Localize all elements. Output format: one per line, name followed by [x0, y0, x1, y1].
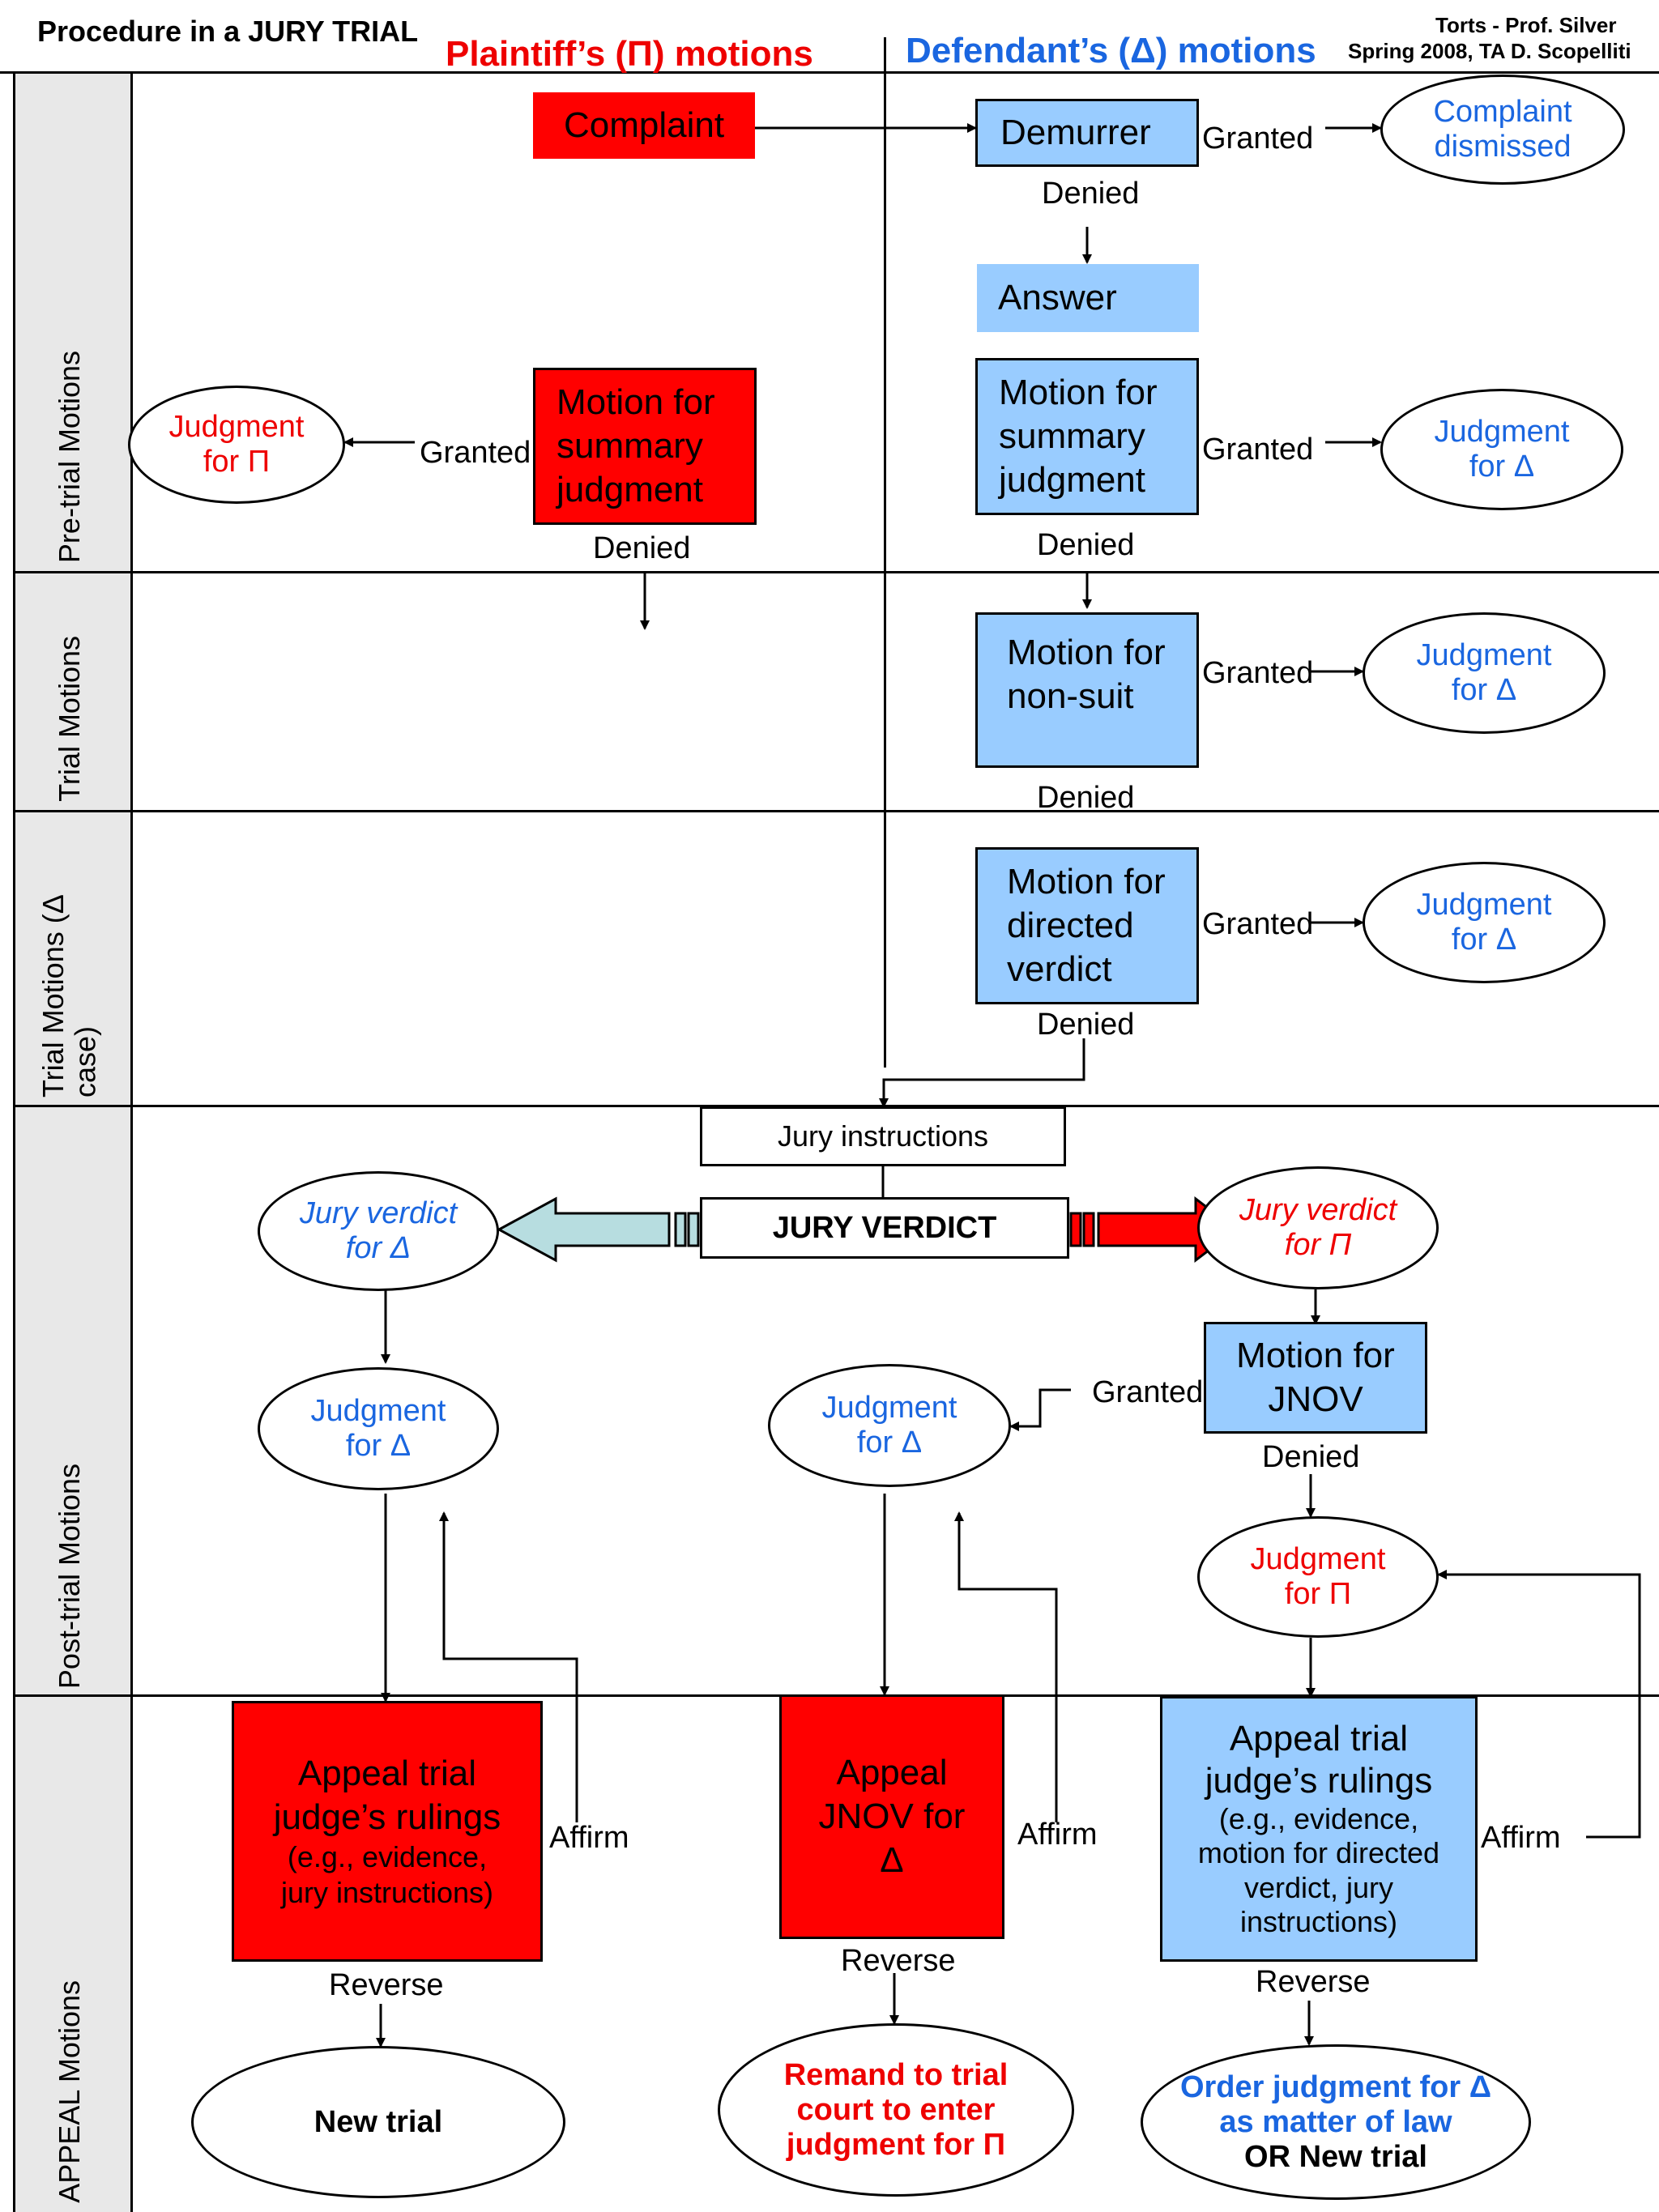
judgment-defendant-oval-1: Judgment for Δ	[1380, 389, 1623, 510]
reverse-right-label: Reverse	[1256, 1965, 1371, 1999]
appeal-right-box: Appeal trial judge’s rulings (e.g., evid…	[1160, 1696, 1478, 1962]
nonsuit-granted-label: Granted	[1202, 656, 1314, 690]
jury-verdict-plaintiff-oval: Jury verdict for Π	[1197, 1166, 1439, 1289]
judgment-plaintiff-oval-1: Judgment for Π	[128, 386, 345, 504]
remand-oval: Remand to trial court to enter judgment …	[718, 2023, 1074, 2197]
lane-separator-3	[13, 1105, 1659, 1107]
plaintiff-summary-judgment-box: Motion for summary judgment	[533, 368, 757, 525]
demurrer-box: Demurrer	[975, 99, 1199, 167]
jury-verdict-defendant-oval: Jury verdict for Δ	[258, 1171, 499, 1291]
judgment-defendant-oval-4: Judgment for Δ	[258, 1367, 499, 1490]
arrow-affirm-mid	[954, 1511, 1058, 1822]
defendant-heading: Defendant’s (Δ) motions	[906, 31, 1316, 70]
plaintiff-heading: Plaintiff’s (Π) motions	[446, 34, 813, 74]
arrow-dv-jury-instructions	[879, 1038, 1085, 1108]
nonsuit-denied-label: Denied	[1037, 781, 1135, 815]
dmsj-denied-label: Denied	[1037, 528, 1135, 562]
nonsuit-box: Motion for non-suit	[975, 612, 1199, 768]
appeal-left-box: Appeal trial judge’s rulings (e.g., evid…	[232, 1701, 543, 1962]
judgment-plaintiff-oval-2: Judgment for Π	[1197, 1516, 1439, 1638]
affirm-left-label: Affirm	[549, 1821, 629, 1855]
lane-separator-1	[13, 571, 1659, 573]
jury-instructions-box: Jury instructions	[700, 1106, 1066, 1166]
jury-verdict-box: JURY VERDICT	[700, 1197, 1069, 1259]
dv-granted-label: Granted	[1202, 907, 1314, 941]
defendant-summary-judgment-box: Motion for summary judgment	[975, 358, 1199, 515]
course-line-1: Torts - Prof. Silver	[1435, 13, 1617, 37]
reverse-left-label: Reverse	[329, 1968, 444, 2002]
page-title: Procedure in a JURY TRIAL	[37, 15, 419, 48]
jnov-granted-label: Granted	[1092, 1375, 1204, 1409]
lane-separator-2	[13, 810, 1659, 812]
order-judgment-oval: Order judgment for Δ as matter of law OR…	[1141, 2044, 1531, 2200]
demurrer-denied-label: Denied	[1042, 177, 1140, 211]
dv-denied-label: Denied	[1037, 1008, 1135, 1042]
arrow-affirm-right	[1437, 1570, 1641, 1839]
course-line-2: Spring 2008, TA D. Scopelliti	[1348, 39, 1631, 63]
header-separator	[0, 71, 1659, 74]
judgment-defendant-oval-5: Judgment for Δ	[768, 1364, 1011, 1487]
dmsj-granted-label: Granted	[1202, 433, 1314, 467]
complaint-dismissed-oval: Complaint dismissed	[1380, 75, 1625, 185]
column-divider	[884, 37, 886, 1068]
verdict-arrow-left	[496, 1196, 700, 1263]
answer-box: Answer	[977, 264, 1199, 332]
arrow-affirm-left	[439, 1511, 578, 1822]
pmsj-granted-label: Granted	[420, 436, 531, 470]
appeal-mid-box: Appeal JNOV for Δ	[779, 1694, 1004, 1939]
judgment-defendant-oval-3: Judgment for Δ	[1363, 862, 1606, 983]
jnov-denied-label: Denied	[1262, 1440, 1360, 1474]
judgment-defendant-oval-2: Judgment for Δ	[1363, 612, 1606, 734]
affirm-right-label: Affirm	[1481, 1821, 1561, 1855]
demurrer-granted-label: Granted	[1202, 121, 1314, 156]
reverse-mid-label: Reverse	[841, 1944, 956, 1978]
affirm-mid-label: Affirm	[1017, 1818, 1098, 1852]
directed-verdict-box: Motion for directed verdict	[975, 847, 1199, 1004]
complaint-box: Complaint	[533, 92, 755, 159]
arrow-jnov-judgment-mid	[1009, 1388, 1071, 1431]
new-trial-oval: New trial	[191, 2046, 565, 2198]
lane-sidebar	[13, 71, 133, 2212]
pmsj-denied-label: Denied	[593, 531, 691, 565]
jnov-box: Motion for JNOV	[1204, 1322, 1427, 1434]
